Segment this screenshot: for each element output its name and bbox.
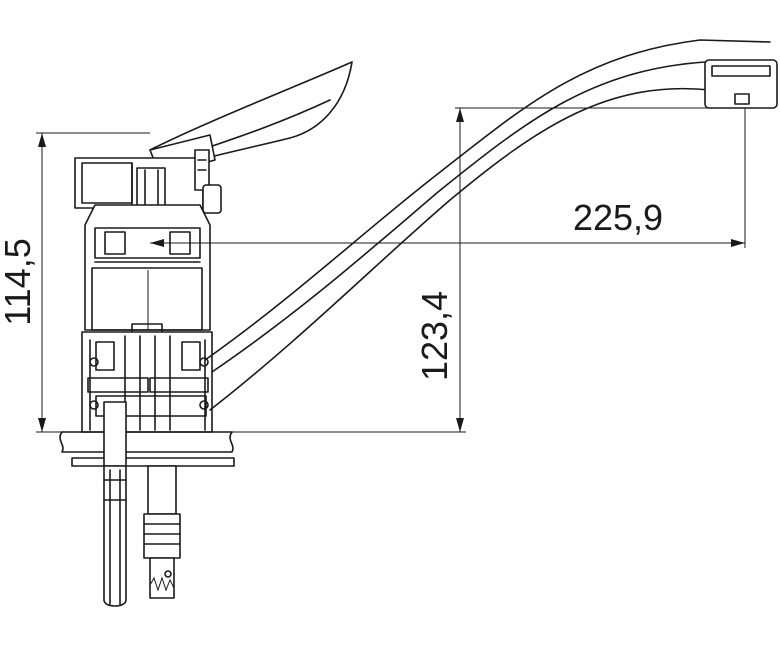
spout [204,39,778,411]
cartridge-body [74,149,222,433]
mounting-base [59,401,235,607]
dimension-spout-reach [150,108,746,248]
overall-height-label: 114,5 [0,238,38,325]
spout-reach-label: 225,9 [573,197,663,238]
dimension-spout-height [232,107,740,433]
spout-height-label: 123,4 [414,291,455,381]
dimension-overall-height [36,132,150,433]
